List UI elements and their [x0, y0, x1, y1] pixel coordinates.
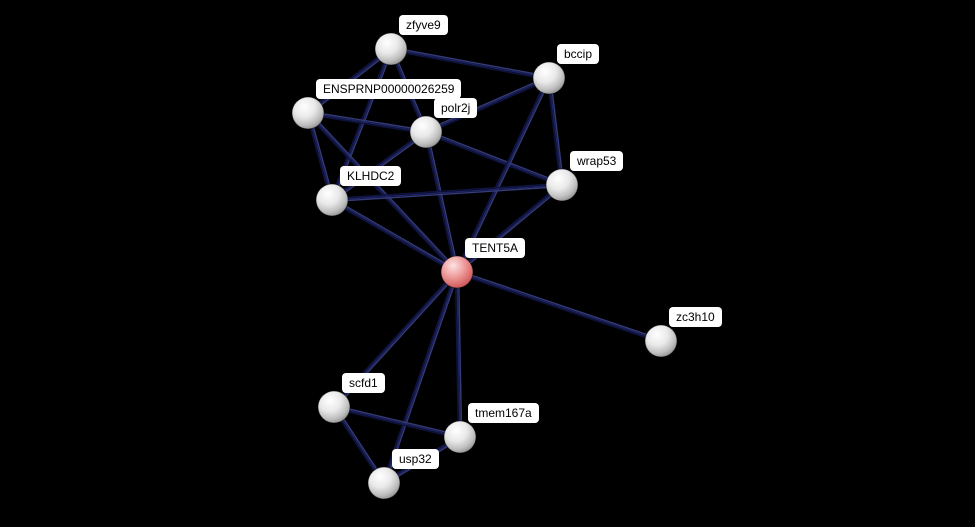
- node-usp32[interactable]: [367, 466, 401, 500]
- edge-stroke: [307, 110, 427, 132]
- edge-polr2j-bccip[interactable]: [424, 75, 551, 135]
- edge-stroke: [424, 132, 563, 188]
- node-TENT5A[interactable]: [440, 255, 474, 289]
- edge-stroke: [425, 131, 458, 273]
- node-zfyve9[interactable]: [374, 32, 408, 66]
- edge-TENT5A-usp32[interactable]: [381, 270, 460, 485]
- node-label-polr2j[interactable]: polr2j: [434, 98, 478, 118]
- edge-stroke: [549, 77, 565, 186]
- node-layer: [291, 32, 678, 500]
- node-tmem167a[interactable]: [443, 420, 477, 454]
- node-label-bccip[interactable]: bccip: [557, 44, 600, 64]
- edge-stroke: [455, 272, 662, 344]
- edge-TENT5A-zc3h10[interactable]: [455, 269, 663, 344]
- edge-stroke: [546, 77, 562, 186]
- edge-stroke: [424, 75, 550, 132]
- edge-stroke: [457, 185, 564, 274]
- node-KLHDC2[interactable]: [315, 183, 349, 217]
- edge-stroke: [425, 129, 564, 185]
- edge-stroke: [306, 113, 457, 274]
- edge-ENSPRNP00000026259-TENT5A[interactable]: [306, 111, 459, 274]
- node-label-TENT5A[interactable]: TENT5A: [465, 238, 526, 258]
- edge-KLHDC2-TENT5A[interactable]: [330, 197, 459, 275]
- edge-wrap53-KLHDC2[interactable]: [331, 182, 563, 203]
- edge-stroke: [330, 130, 426, 200]
- edge-stroke: [308, 111, 459, 272]
- node-label-KLHDC2[interactable]: KLHDC2: [340, 166, 402, 186]
- edge-stroke: [307, 112, 458, 273]
- edge-stroke: [425, 78, 551, 135]
- edge-stroke: [423, 131, 457, 274]
- edge-stroke: [381, 270, 457, 484]
- edge-stroke: [307, 112, 427, 133]
- node-scfd1[interactable]: [317, 390, 351, 424]
- edge-stroke: [426, 130, 460, 273]
- edge-stroke: [456, 271, 662, 342]
- node-label-scfd1[interactable]: scfd1: [342, 373, 385, 393]
- edge-stroke: [390, 49, 550, 81]
- node-label-usp32[interactable]: usp32: [392, 449, 439, 469]
- edge-stroke: [456, 184, 563, 273]
- edge-stroke: [456, 269, 663, 341]
- node-bccip[interactable]: [532, 61, 566, 95]
- edge-stroke: [333, 406, 461, 438]
- node-zc3h10[interactable]: [644, 324, 678, 358]
- edge-polr2j-wrap53[interactable]: [424, 129, 564, 188]
- edge-stroke: [331, 184, 563, 201]
- edge-zfyve9-bccip[interactable]: [390, 46, 550, 81]
- edge-stroke: [457, 271, 463, 438]
- edge-polr2j-TENT5A[interactable]: [423, 130, 460, 274]
- node-wrap53[interactable]: [545, 168, 579, 202]
- node-label-ENSPRNP00000026259[interactable]: ENSPRNP00000026259: [316, 79, 462, 99]
- edge-stroke: [454, 271, 460, 438]
- edge-stroke: [330, 200, 457, 275]
- edge-stroke: [307, 113, 427, 135]
- edge-ENSPRNP00000026259-polr2j[interactable]: [307, 110, 427, 135]
- node-label-wrap53[interactable]: wrap53: [570, 151, 624, 171]
- edge-stroke: [384, 271, 460, 485]
- edge-stroke: [332, 407, 461, 440]
- node-ENSPRNP00000026259[interactable]: [291, 96, 325, 130]
- node-polr2j[interactable]: [409, 115, 443, 149]
- edge-stroke: [333, 404, 462, 437]
- node-label-tmem167a[interactable]: tmem167a: [468, 403, 539, 423]
- edge-stroke: [331, 185, 563, 203]
- edge-stroke: [548, 77, 563, 186]
- edge-TENT5A-tmem167a[interactable]: [454, 271, 463, 438]
- node-label-zc3h10[interactable]: zc3h10: [669, 307, 722, 327]
- edge-stroke: [383, 271, 458, 484]
- edge-stroke: [456, 271, 461, 438]
- node-label-zfyve9[interactable]: zfyve9: [399, 15, 448, 35]
- edge-wrap53-TENT5A[interactable]: [455, 183, 564, 274]
- edge-stroke: [331, 182, 563, 200]
- edge-stroke: [425, 131, 563, 186]
- edge-stroke: [390, 46, 550, 78]
- edge-scfd1-tmem167a[interactable]: [332, 404, 462, 440]
- edge-stroke: [332, 197, 459, 272]
- edge-stroke: [331, 199, 458, 273]
- edge-bccip-wrap53[interactable]: [546, 77, 565, 186]
- edge-stroke: [390, 48, 550, 79]
- edge-stroke: [425, 77, 550, 133]
